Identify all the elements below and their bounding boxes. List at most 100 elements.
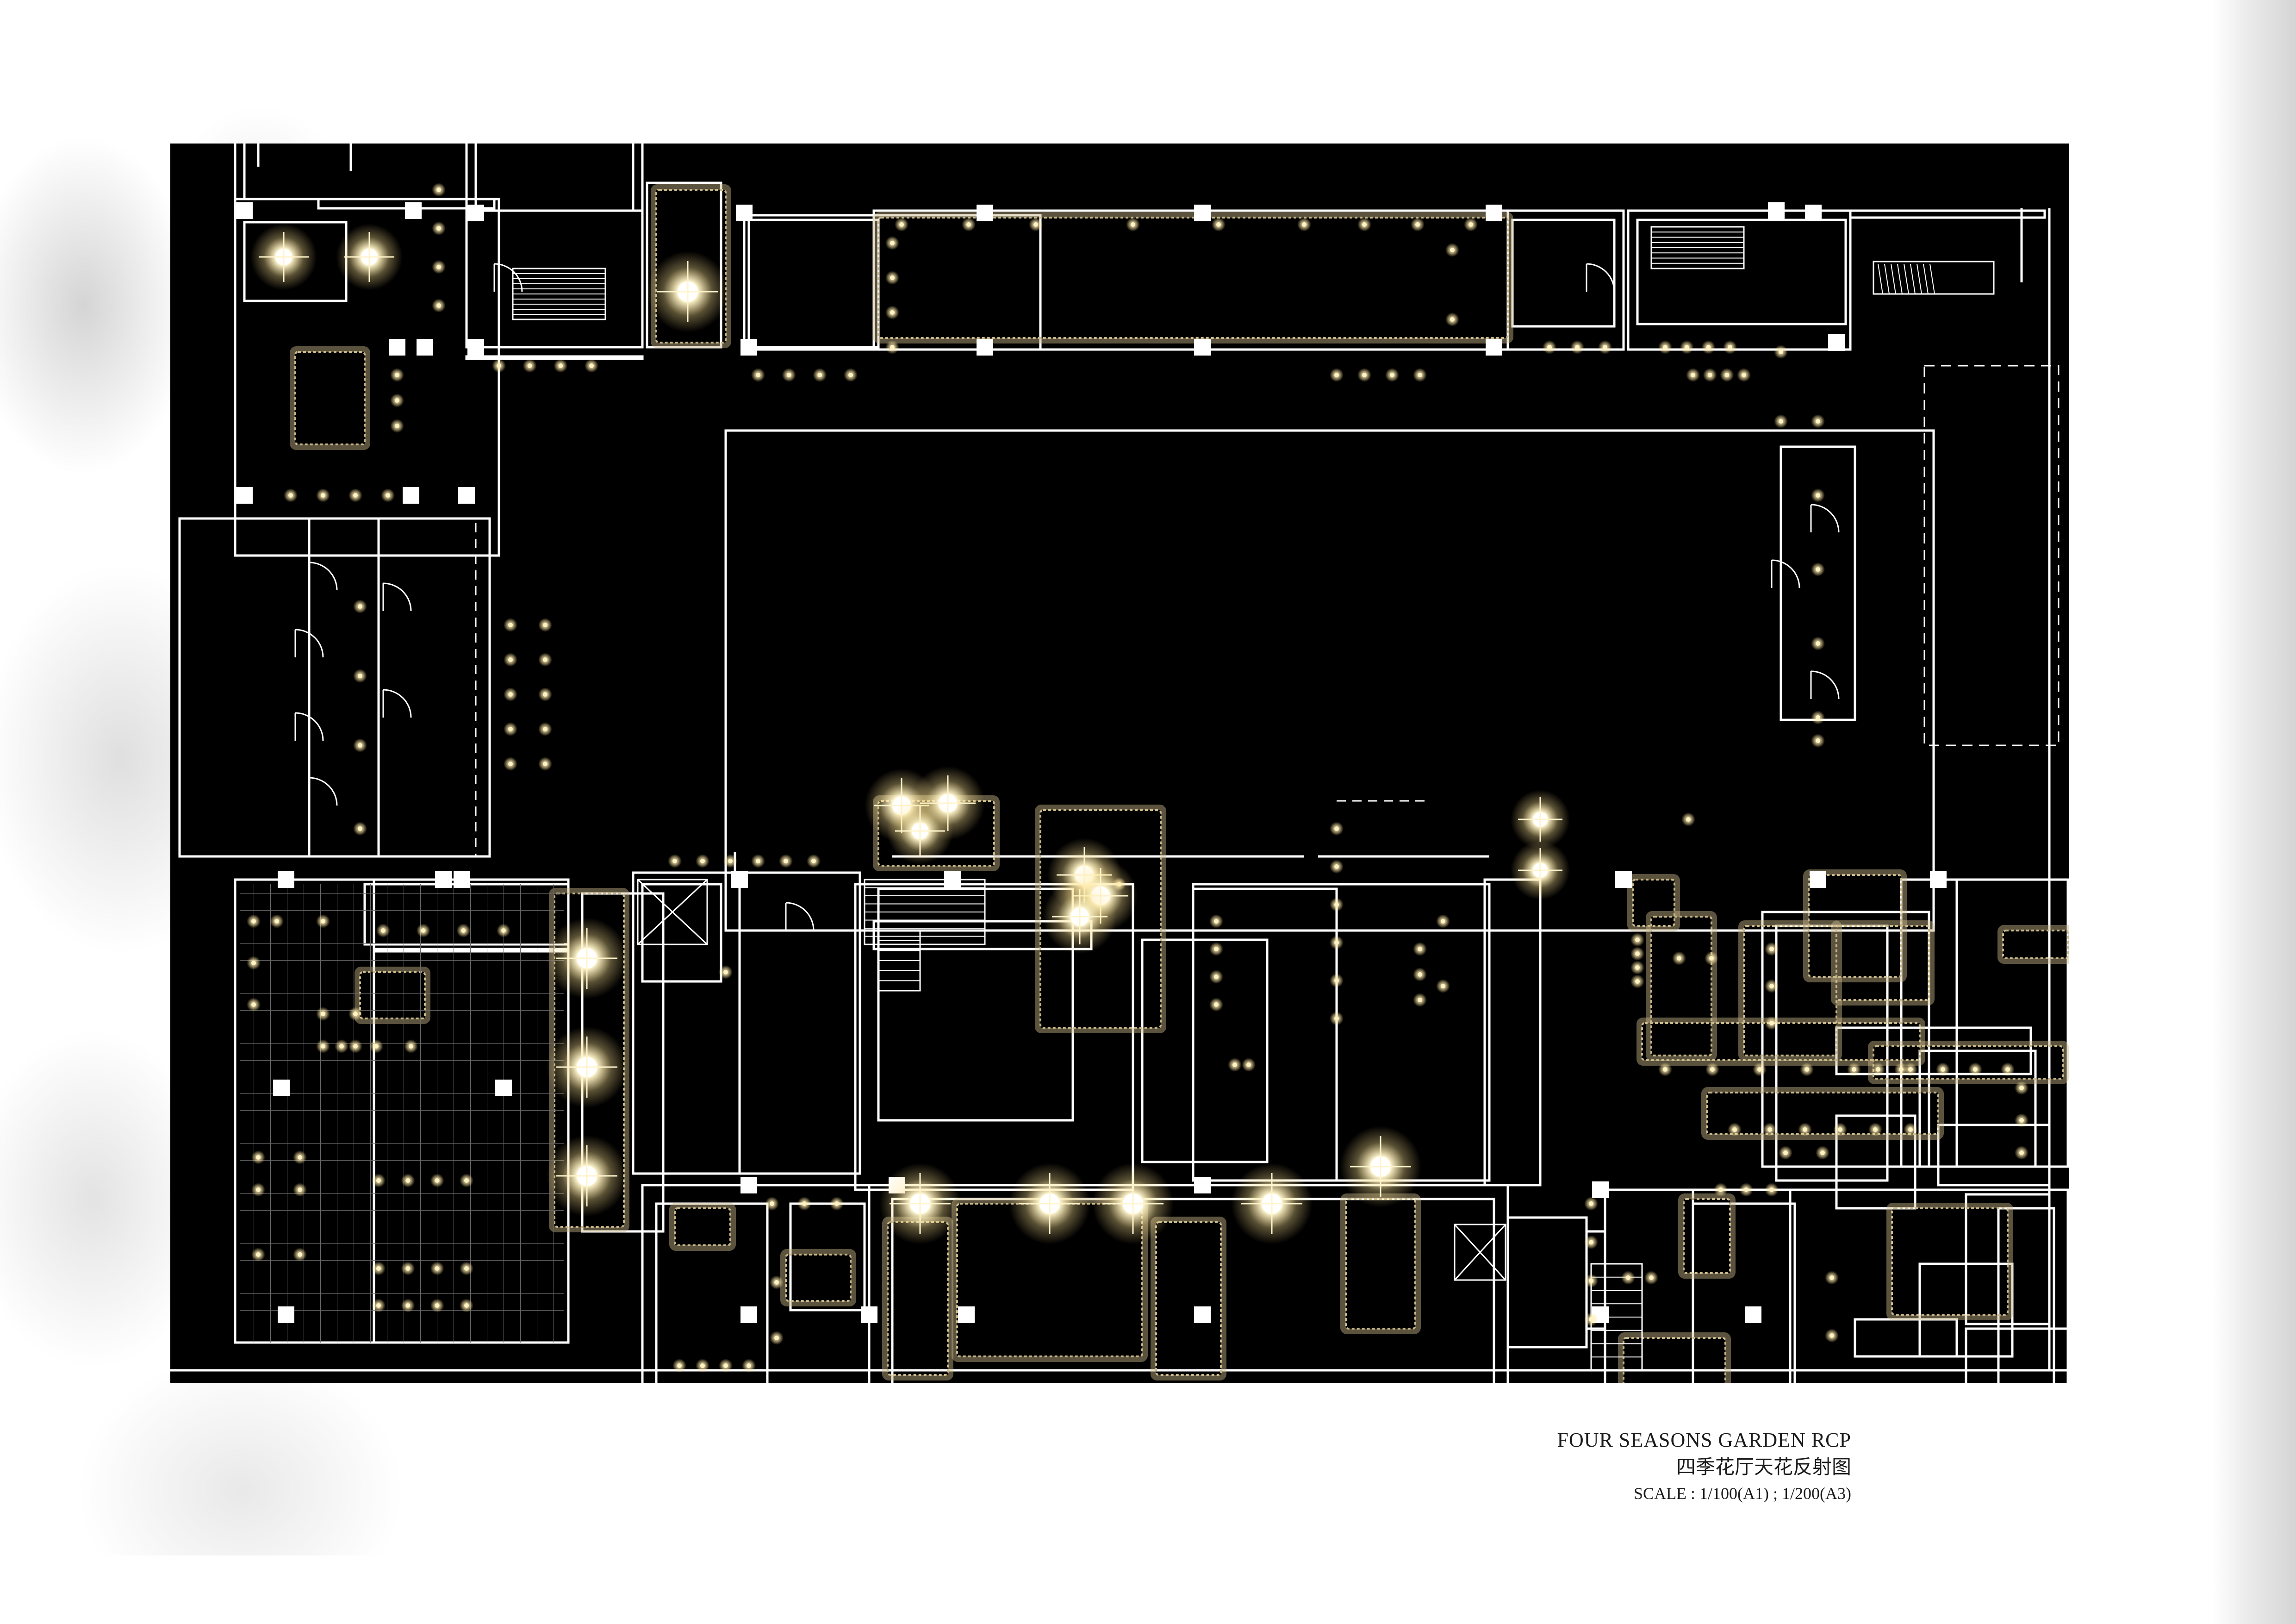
cove-glow-2 — [873, 212, 1513, 344]
cove-light-10 — [674, 1207, 731, 1246]
drawing-scale: SCALE : 1/100(A1) ; 1/200(A3) — [1634, 1484, 1851, 1503]
column-icon — [1930, 871, 1947, 888]
chandelier-icon — [1231, 1163, 1313, 1244]
downlight-icon — [1800, 1062, 1814, 1076]
downlights-layer — [247, 183, 2028, 1373]
downlight-icon — [1630, 974, 1644, 988]
wall-9 — [1506, 209, 1625, 351]
downlight-icon — [1811, 711, 1825, 725]
downlight-icon — [895, 218, 908, 231]
downlight-icon — [782, 368, 796, 382]
column-icon — [1194, 1306, 1211, 1323]
wall-51 — [1918, 1049, 2037, 1168]
chandelier-icon — [887, 798, 953, 864]
downlight-icon — [1658, 340, 1672, 354]
cove-glow-13 — [1738, 920, 1842, 1061]
column-icon — [278, 871, 294, 888]
downlight-icon — [779, 854, 793, 868]
downlight-icon — [1672, 951, 1686, 965]
downlight-icon — [348, 1039, 362, 1053]
cove-light-20 — [1683, 1198, 1731, 1274]
plan-drawing — [170, 144, 2069, 1383]
wall-31 — [1192, 887, 1338, 1182]
downlight-icon — [1584, 1197, 1598, 1211]
downlight-icon — [1811, 734, 1825, 748]
column-icon — [495, 1080, 512, 1096]
cove-light-11 — [785, 1254, 852, 1302]
column-icon — [1828, 334, 1845, 351]
downlight-icon — [401, 1262, 415, 1275]
column-icon — [1592, 1181, 1609, 1198]
wall-52 — [1937, 1124, 2051, 1187]
door-swing-icon — [382, 689, 412, 718]
door-swing-icon — [1810, 504, 1840, 533]
downlight-icon — [1209, 914, 1223, 928]
downlight-icon — [1811, 488, 1825, 502]
downlight-icon — [460, 1299, 473, 1312]
downlight-icon — [430, 1262, 444, 1275]
downlight-icon — [1904, 1123, 1917, 1137]
column-icon — [861, 1306, 877, 1323]
stair-icon — [864, 879, 986, 945]
door-swing-icon — [493, 263, 523, 292]
downlight-icon — [830, 1197, 844, 1211]
columns-layer — [236, 202, 1947, 1323]
column-icon — [1194, 205, 1211, 221]
downlight-icon — [401, 1174, 415, 1187]
downlight-icon — [751, 854, 765, 868]
downlight-icon — [1570, 340, 1584, 354]
column-icon — [273, 1080, 290, 1096]
downlight-icon — [1714, 1183, 1728, 1197]
downlight-icon — [723, 854, 737, 868]
downlight-icon — [430, 1174, 444, 1187]
downlight-icon — [1413, 368, 1427, 382]
column-icon — [1810, 871, 1826, 888]
downlight-icon — [247, 956, 261, 970]
downlight-icon — [1765, 1016, 1779, 1030]
downlight-icon — [353, 738, 367, 752]
downlight-icon — [1297, 218, 1311, 231]
downlight-icon — [1765, 979, 1779, 993]
downlight-icon — [270, 914, 284, 928]
downlight-icon — [1445, 243, 1459, 257]
downlight-icon — [807, 854, 821, 868]
downlight-icon — [372, 1174, 386, 1187]
downlight-icon — [1584, 1274, 1598, 1288]
cove-glow-15 — [1831, 920, 1935, 1006]
downlight-icon — [1464, 218, 1478, 231]
downlight-icon — [2015, 1113, 2028, 1127]
wall-33 — [1761, 911, 1930, 1168]
column-icon — [236, 202, 253, 219]
hatch-line — [1891, 263, 1896, 294]
downlight-icon — [348, 1007, 362, 1021]
cove-glow-11 — [780, 1249, 856, 1306]
title-block: FOUR SEASONS GARDEN RCP 四季花厅天花反射图 SCALE … — [1481, 1427, 1851, 1506]
downlight-icon — [696, 854, 709, 868]
downlight-icon — [1705, 951, 1718, 965]
wall-17 — [308, 517, 380, 858]
downlight-icon — [1630, 947, 1644, 961]
cove-light-19 — [1623, 1337, 1726, 1383]
hatch-line — [1910, 263, 1916, 294]
downlight-icon — [376, 924, 390, 937]
downlight-icon — [813, 368, 827, 382]
downlight-icon — [1330, 974, 1344, 987]
downlight-icon — [390, 419, 404, 433]
column-icon — [1486, 205, 1502, 221]
downlight-icon — [1543, 340, 1556, 354]
downlight-icon — [797, 1197, 811, 1211]
downlight-icon — [1825, 1271, 1839, 1285]
door-swing-icon — [294, 629, 324, 658]
wall-5 — [646, 181, 722, 349]
downlight-icon — [372, 1262, 386, 1275]
downlight-icon — [1330, 898, 1344, 912]
downlight-icon — [1658, 1062, 1672, 1076]
column-icon — [467, 205, 484, 221]
downlight-icon — [460, 1262, 473, 1275]
wall-15 — [1780, 445, 1856, 721]
downlight-icon — [885, 306, 899, 319]
chandelier-icon — [1009, 1163, 1090, 1244]
downlight-icon — [1968, 1062, 1982, 1076]
column-icon — [731, 871, 748, 888]
downlight-icon — [390, 394, 404, 407]
